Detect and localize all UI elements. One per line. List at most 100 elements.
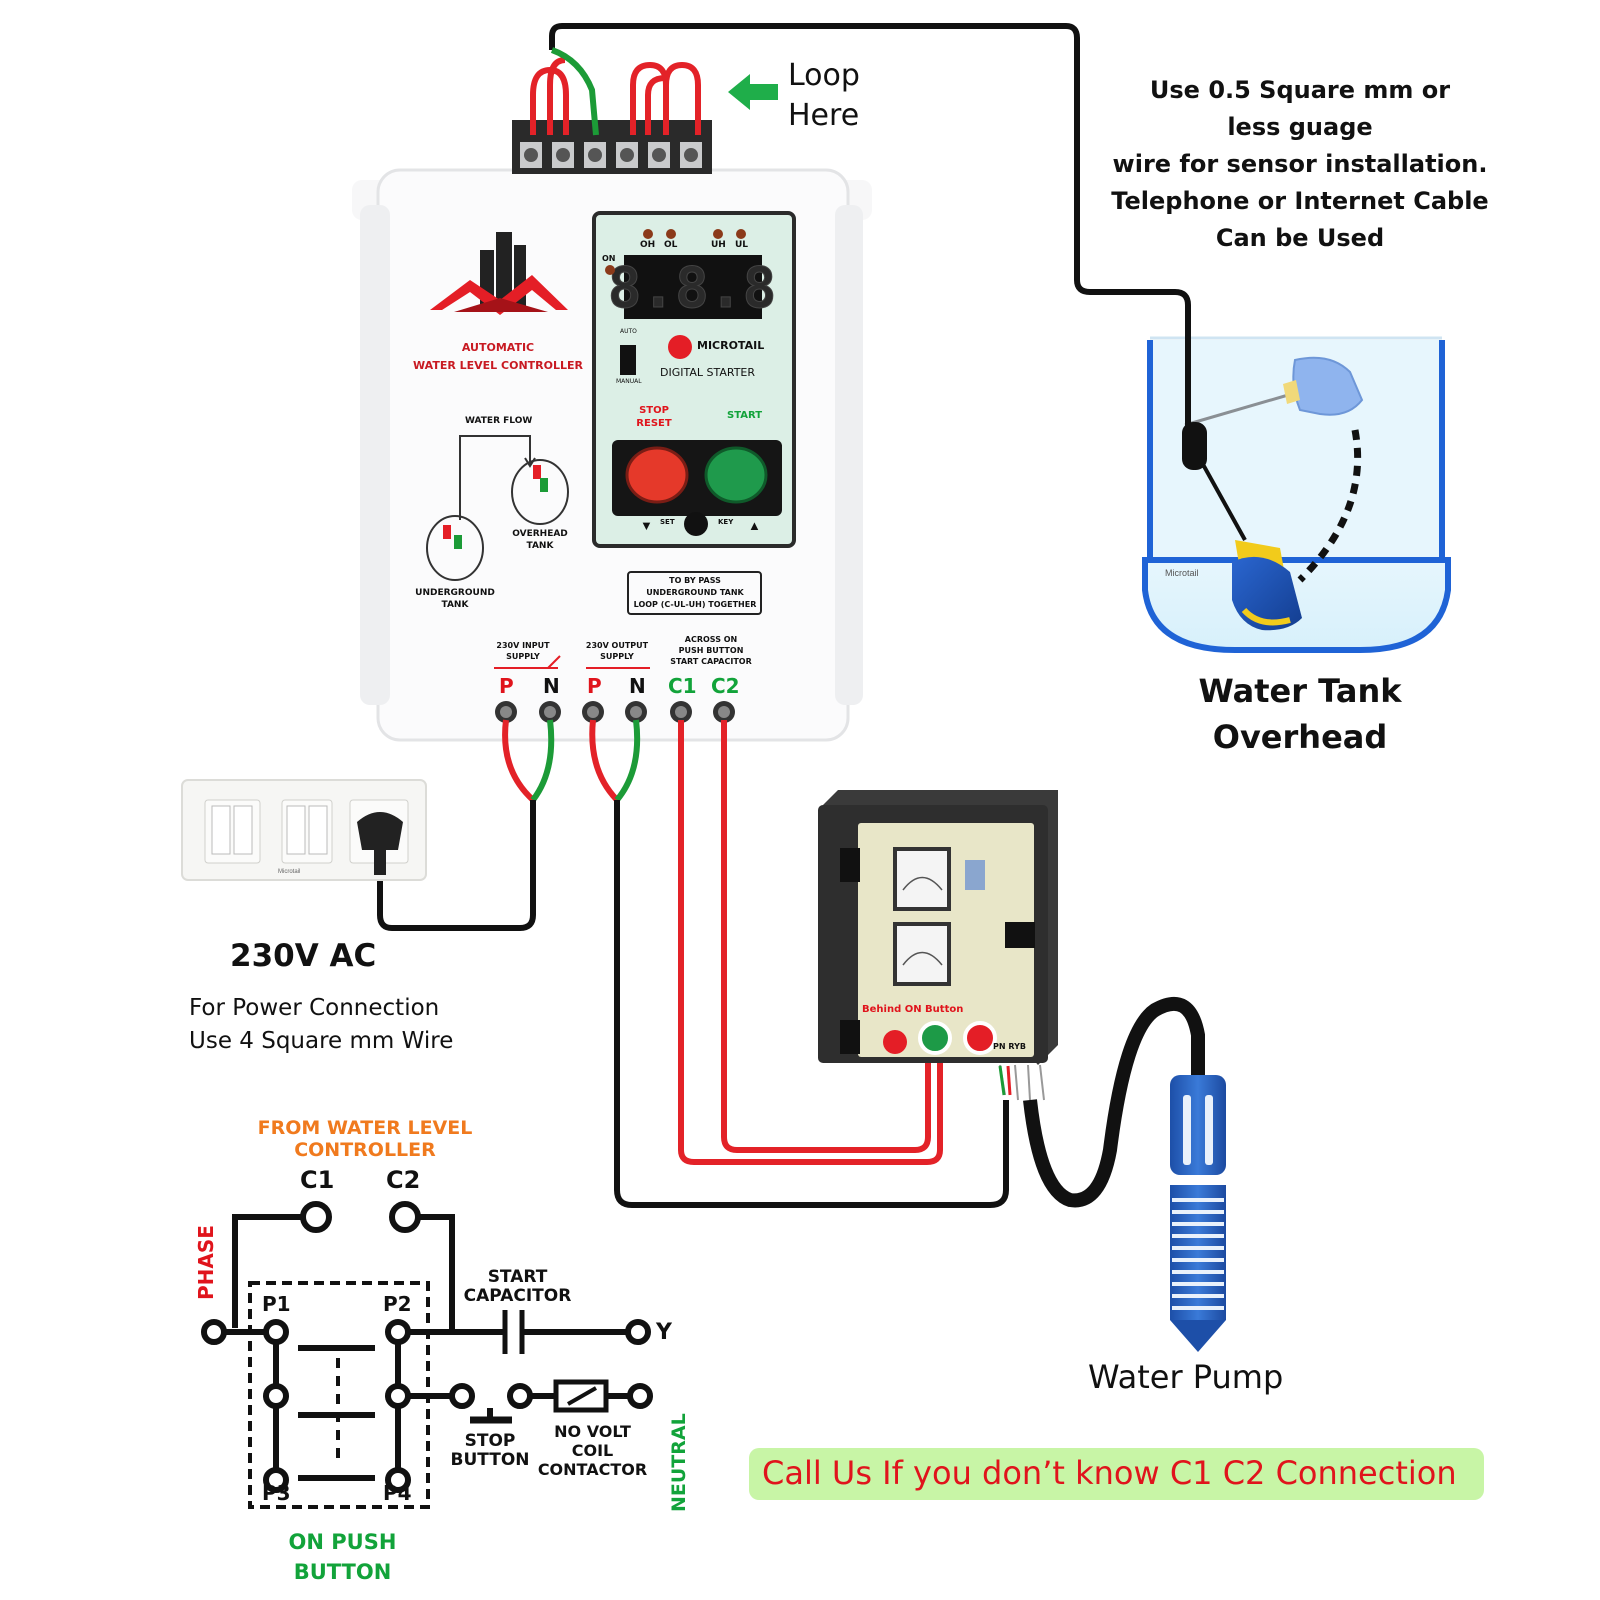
indicator-oh: OH [640,240,656,250]
indicator-ol: OL [664,240,678,250]
sensor-note-line-1: Use 0.5 Square mm or [1149,76,1451,104]
indicator-uh: UH [711,240,726,250]
bottom-terminals [495,701,735,723]
tank-label: Water Tank Overhead [1170,668,1430,760]
from-controller-line-1: FROM WATER LEVEL [257,1117,473,1139]
loop-wire-4 [663,61,701,135]
stop-label: STOP [639,405,669,416]
underground-label-line-1: UNDERGROUND [415,588,495,598]
start-capacitor-label: START CAPACITOR [460,1268,575,1306]
reset-label: RESET [636,418,672,429]
water-flow-graphic [426,435,569,581]
switchboard-brand: Microtail [278,869,300,875]
motor-starter-panel [818,790,1058,1101]
manual-label: MANUAL [616,378,642,385]
across-label: ACROSS ON PUSH BUTTON START CAPACITOR [668,634,754,667]
p2-label: P2 [383,1292,412,1316]
coil-line-2: CONTACTOR [537,1460,648,1479]
loop-wire-2 [547,57,566,135]
y-label: Y [656,1320,672,1345]
sensor-note: Use 0.5 Square mm or less guage wire for… [1100,72,1500,257]
tank-label-line-2: Overhead [1212,718,1388,756]
pump-label: Water Pump [1088,1358,1284,1396]
loop-note-line-2: Here [788,98,860,133]
submersible-pump [1170,1075,1226,1352]
top-terminals [520,142,702,168]
start-capacitor-line-2: CAPACITOR [463,1286,572,1306]
coil-label: NO VOLT COIL CONTACTOR [535,1422,650,1479]
overhead-label: OVERHEAD TANK [500,528,580,552]
indicator-ul: UL [735,240,749,250]
sensor-note-line-2: less guage [1227,113,1373,141]
bypass-label: TO BY PASS UNDERGROUND TANK LOOP (C-UL-U… [630,575,760,611]
power-wires [377,719,1009,1208]
on-indicator-label: ON [602,254,616,263]
overhead-label-line-1: OVERHEAD [512,529,568,539]
on-push-label: ON PUSH BUTTON [270,1527,415,1587]
pump-cable [1023,996,1205,1208]
bypass-line-3: LOOP (C-UL-UH) TOGETHER [633,600,757,609]
digital-starter-label: DIGITAL STARTER [660,366,756,379]
p4-label: P4 [383,1481,412,1505]
from-controller-label: FROM WATER LEVEL CONTROLLER [250,1117,480,1161]
input-supply-line-2: SUPPLY [506,652,540,661]
start-button[interactable] [704,446,768,504]
power-note-line-1: For Power Connection [189,995,440,1021]
underground-label-line-2: TANK [441,600,469,610]
sensor-note-line-3: wire for sensor installation. [1112,150,1488,178]
microtail-logo-icon [668,335,692,359]
output-supply-label: 230V OUTPUT SUPPLY [582,640,652,662]
overhead-label-line-2: TANK [526,541,554,551]
input-supply-label: 230V INPUT SUPPLY [488,640,558,662]
voltmeter-icon [893,847,951,911]
start-label: START [727,410,763,421]
tank-label-line-1: Water Tank [1198,672,1402,710]
power-plug-icon [357,812,403,875]
auto-manual-switch[interactable] [620,345,636,375]
up-arrow-icon: ▲ [748,518,761,533]
loop-note: Loop Here [788,56,860,136]
overhead-tank: Microtail [1142,336,1451,653]
stop-reset-button[interactable] [625,446,689,504]
across-line-3: START CAPACITOR [670,657,752,666]
across-line-1: ACROSS ON [684,635,738,644]
stop-reset-label: STOP RESET [624,404,684,430]
water-flow-label: WATER FLOW [465,416,533,426]
sensor-note-line-4: Telephone or Internet Cable [1111,187,1489,215]
terminal-c2: C2 [711,674,740,698]
loop-wire-5 [645,75,666,135]
off-button[interactable] [963,1021,997,1055]
output-supply-line-2: SUPPLY [600,652,634,661]
stop-button-line-2: BUTTON [450,1450,530,1470]
terminal-p-in: P [499,674,514,698]
panel-terminals-label: PN RYB [993,1042,1026,1051]
power-title: 230V AC [230,938,377,974]
stop-button-line-1: STOP [464,1431,516,1451]
sensor-note-line-5: Can be Used [1215,224,1385,252]
sensor-green-wire [550,47,599,136]
wall-switchboard: Microtail [181,779,427,881]
terminal-c1: C1 [668,674,697,698]
on-push-line-1: ON PUSH [288,1530,397,1554]
auto-label: AUTO [620,328,637,335]
tank-brand: Microtail [1165,568,1199,578]
on-push-line-2: BUTTON [293,1560,392,1584]
schematic-c2: C2 [386,1166,421,1194]
push-button-schematic [201,1201,653,1509]
on-button[interactable] [918,1021,952,1055]
bypass-line-2: UNDERGROUND TANK [646,588,744,597]
behind-on-label: Behind ON Button [862,1004,964,1015]
controller-logo-text: AUTOMATIC WATER LEVEL CONTROLLER [408,339,588,375]
call-banner-bg [749,1448,1484,1500]
brand-label: MICROTAIL [697,339,765,352]
controller-logo-line-1: AUTOMATIC [461,341,535,354]
power-note: For Power Connection Use 4 Square mm Wir… [189,992,453,1058]
set-label: SET [660,518,675,526]
phase-label: PHASE [194,1225,218,1300]
schematic-c1: C1 [300,1166,335,1194]
p3-label: P3 [262,1481,291,1505]
key-label: KEY [718,518,734,526]
building-logo [430,232,568,315]
set-key-button[interactable] [684,512,708,536]
